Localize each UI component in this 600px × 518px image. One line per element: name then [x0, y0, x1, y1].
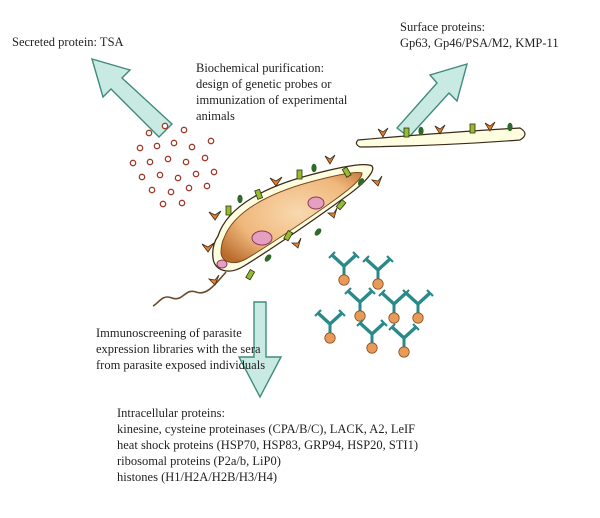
arrow-surface	[395, 62, 469, 138]
surface-membrane	[355, 121, 526, 148]
surface-line-1: Surface proteins:	[400, 20, 486, 34]
parasite-body	[212, 163, 374, 272]
secreted-protein-dots	[129, 122, 218, 208]
intracellular-line-4: ribosomal proteins (P2a/b, LiP0)	[117, 454, 281, 468]
surface-line-2: Gp63, Gp46/PSA/M2, KMP-11	[400, 36, 559, 50]
antibody-antigen-complex	[328, 251, 360, 286]
surface-proteins-label: Surface proteins: Gp63, Gp46/PSA/M2, KMP…	[400, 19, 559, 51]
parasite-surface-proteins	[201, 154, 383, 286]
biochemical-line-3: immunization of experimental	[196, 93, 348, 107]
immunoscreening-line-2: expression libraries with the sera	[96, 342, 261, 356]
intracellular-line-1: Intracellular proteins:	[117, 406, 225, 420]
immunoscreening-line-1: Immunoscreening of parasite	[96, 326, 242, 340]
secreted-protein-text: Secreted protein: TSA	[12, 35, 124, 49]
antibody-cluster	[314, 251, 434, 358]
arrow-intracellular	[237, 301, 283, 399]
antibody-antigen-complex	[388, 323, 420, 358]
immunoscreening-label: Immunoscreening of parasite expression l…	[96, 325, 265, 373]
intracellular-proteins-label: Intracellular proteins: kinesine, cystei…	[117, 405, 418, 485]
intracellular-line-2: kinesine, cysteine proteinases (CPA/B/C)…	[117, 422, 416, 436]
biochemical-purification-label: Biochemical purification: design of gene…	[196, 60, 347, 124]
secreted-protein-label: Secreted protein: TSA	[12, 34, 124, 50]
arrow-secreted	[90, 57, 174, 138]
antibody-antigen-complex	[402, 289, 434, 324]
antibody-antigen-complex	[356, 319, 388, 354]
antibody-antigen-complex	[314, 309, 346, 344]
antibody-antigen-complex	[362, 255, 394, 290]
intracellular-line-5: histones (H1/H2A/H2B/H3/H4)	[117, 470, 278, 484]
intracellular-line-3: heat shock proteins (HSP70, HSP83, GRP94…	[117, 438, 419, 452]
biochemical-line-2: design of genetic probes or	[196, 77, 332, 91]
antibody-antigen-complex	[344, 287, 376, 322]
biochemical-line-1: Biochemical purification:	[196, 61, 325, 75]
parasite-flagellum	[152, 271, 227, 307]
biochemical-line-4: animals	[196, 109, 235, 123]
immunoscreening-line-3: from parasite exposed individuals	[96, 358, 266, 372]
